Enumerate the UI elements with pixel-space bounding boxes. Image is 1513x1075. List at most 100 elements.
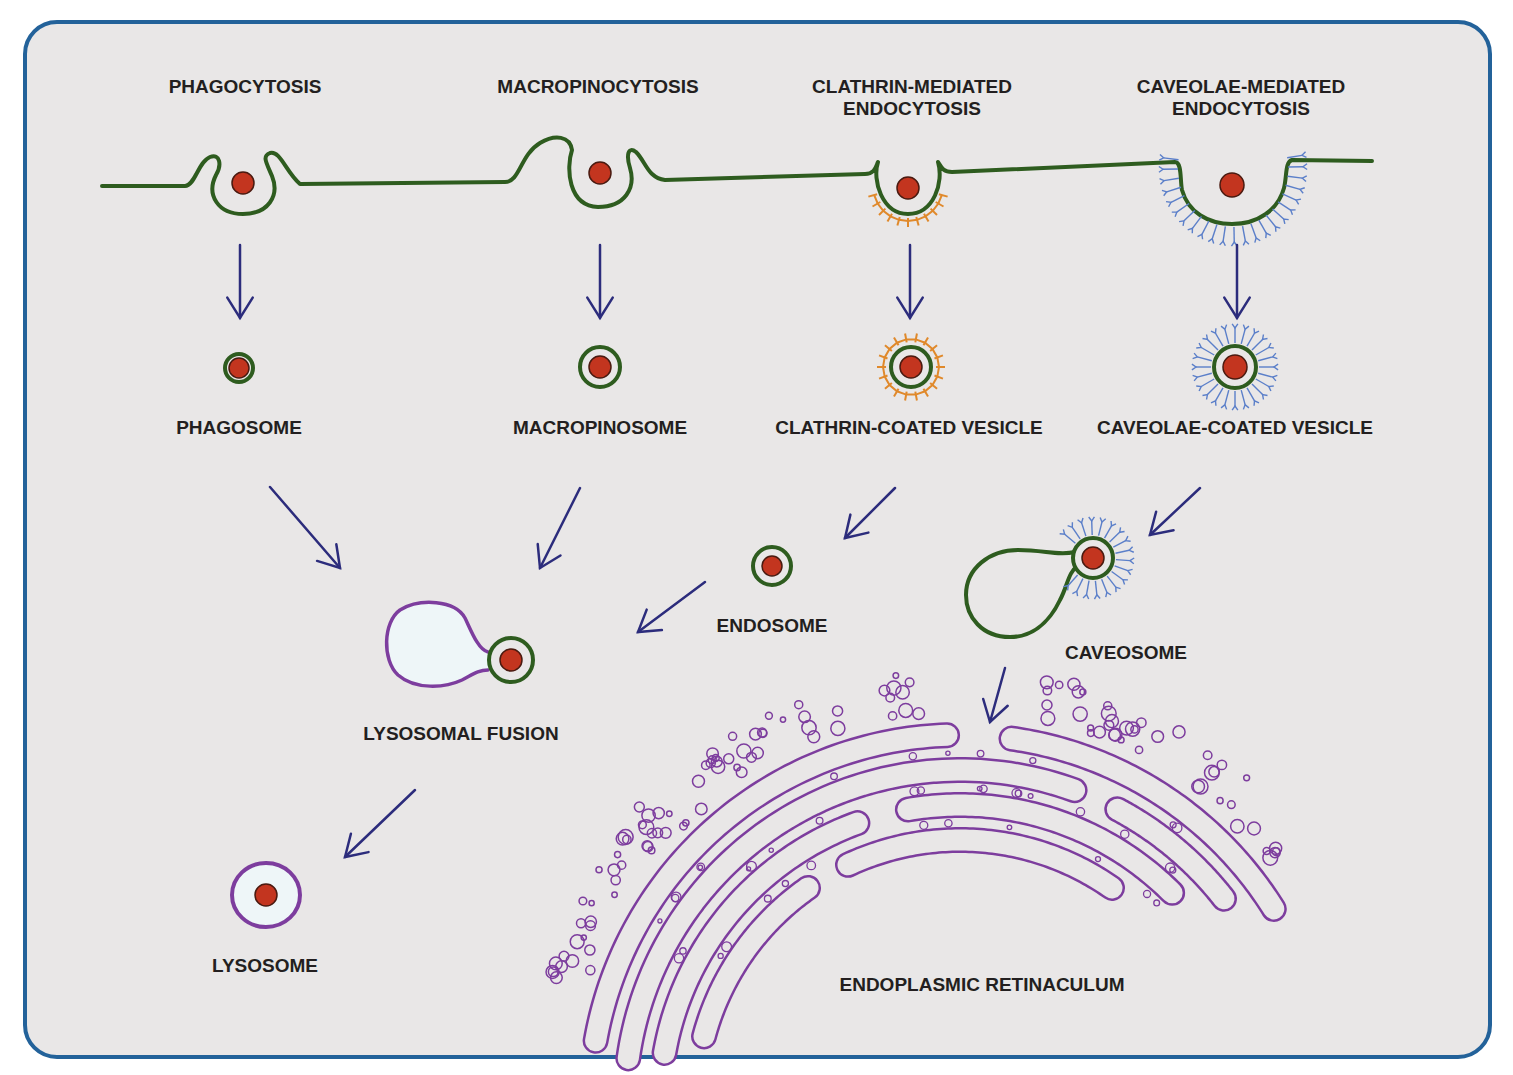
clathrin-coat: [874, 195, 942, 221]
cargo-particle: [900, 356, 922, 378]
reticulum-vesicle: [831, 773, 838, 780]
reticulum-vesicle: [1170, 867, 1176, 873]
clathrin-triskelion: [915, 392, 917, 401]
arrow-shaft: [270, 487, 340, 568]
cargo-particle: [1220, 173, 1244, 197]
reticulum-vesicle: [1095, 857, 1100, 862]
reticulum-vesicle: [1042, 700, 1052, 710]
caveolin-spike: [1282, 194, 1296, 200]
caveolin-spike: [1120, 527, 1125, 532]
caveolin-spike: [1274, 364, 1278, 370]
reticulum-vesicle: [1094, 726, 1106, 738]
caveolin-spike: [1128, 569, 1133, 574]
plasma-membrane: [102, 138, 1372, 224]
reticulum-vesicle: [589, 901, 594, 906]
caveolin-spike: [1105, 526, 1112, 538]
clathrin-triskelion: [888, 214, 893, 222]
arrow-shaft: [239, 245, 242, 318]
arrow-head: [227, 298, 252, 318]
stage-node: LYSOSOMAL FUSION: [340, 568, 638, 790]
stage-node: CAVEOSOME: [955, 535, 1200, 668]
stage-label: PHAGOCYTOSIS: [135, 76, 355, 98]
reticulum-cisternae: [546, 673, 1282, 1059]
caveolin-spike: [1196, 343, 1201, 348]
reticulum-vesicle: [1007, 825, 1012, 830]
reticulum-vesicle: [667, 811, 672, 816]
caveolin-spike: [1273, 353, 1278, 359]
caveolin-spike: [1256, 348, 1269, 356]
reticulum-vesicle: [1041, 712, 1055, 726]
caveolin-spike: [1091, 521, 1093, 535]
clathrin-triskelion: [934, 355, 942, 358]
clathrin-triskelion: [897, 217, 899, 226]
reticulum-vesicle: [618, 861, 626, 869]
stage-node: LYSOSOME: [190, 857, 350, 985]
reticulum-vesicle: [896, 685, 909, 698]
reticulum-vesicle: [910, 787, 919, 796]
caveolin-spike: [1201, 379, 1214, 387]
caveolin-spike: [1287, 155, 1302, 157]
caveolin-spike: [1287, 176, 1302, 178]
reticulum-vesicle: [807, 861, 816, 870]
reticulum-vesicle: [945, 820, 952, 827]
reticulum-vesicle: [585, 945, 595, 955]
caveolin-spike: [1116, 587, 1121, 592]
caveolin-spike: [1273, 375, 1278, 381]
reticulum-vesicle: [1121, 830, 1129, 838]
cargo-particle: [500, 649, 522, 671]
caveolin-spike: [1171, 196, 1184, 203]
caveolin-spike: [1166, 202, 1171, 207]
caveolin-spike: [1130, 558, 1134, 564]
reticulum-vesicle: [769, 848, 773, 852]
caveolin-spike: [1196, 386, 1201, 391]
caveolin-spike: [1300, 188, 1305, 194]
flow-arrow: [897, 245, 922, 318]
caveolin-spike: [1254, 401, 1259, 406]
flow-arrow: [638, 582, 705, 632]
clathrin-triskelion: [894, 338, 899, 346]
caveolin-spike: [1159, 166, 1163, 172]
caveolin-spike: [1106, 592, 1111, 597]
stage-node: PHAGOCYTOSIS: [140, 76, 350, 245]
caveolin-spike: [1095, 581, 1096, 595]
stage-label: CAVEOLAE-MEDIATED ENDOCYTOSIS: [1116, 76, 1366, 120]
caveolin-spike: [1269, 343, 1274, 348]
vesicle-membrane: [580, 347, 620, 387]
reticulum-vesicle: [671, 892, 681, 902]
clathrin-triskelion: [936, 366, 945, 368]
caveolin-spike: [1247, 333, 1255, 346]
caveolin-spike: [1163, 168, 1178, 170]
caveolin-spike: [1263, 334, 1268, 339]
reticulum-vesicle: [718, 953, 723, 958]
reticulum-vesicle: [611, 875, 620, 884]
caveolin-spike: [1302, 152, 1307, 158]
reticulum-vesicle: [653, 828, 663, 838]
reticulum-vesicle: [831, 721, 845, 735]
reticulum-vesicle: [747, 867, 751, 871]
caveolin-spike: [1177, 204, 1189, 213]
caveolin-spike: [1258, 357, 1272, 361]
caveolin-spike: [1063, 585, 1068, 590]
clathrin-triskelion: [915, 334, 917, 343]
clathrin-triskelion: [907, 218, 909, 227]
caveolin-spike: [1241, 390, 1245, 404]
reticulum-vesicle: [1040, 676, 1053, 689]
cisterna-outline: [848, 840, 1112, 888]
reticulum-vesicle: [1173, 726, 1185, 738]
caveolin-spike: [1184, 210, 1195, 220]
caveolin-spike: [1192, 216, 1201, 228]
caveolin-spike: [1172, 212, 1177, 217]
reticulum-vesicle: [1203, 751, 1212, 760]
reticulum-vesicle: [1101, 706, 1116, 721]
reticulum-vesicle: [612, 892, 617, 897]
caveolin-spike: [1202, 395, 1207, 400]
reticulum-vesicle: [913, 708, 925, 720]
stage-label: MACROPINOCYTOSIS: [468, 76, 728, 98]
caveolin-spike: [1243, 405, 1249, 410]
reticulum-vesicle: [879, 685, 890, 696]
reticulum-vesicle: [799, 711, 811, 723]
caveolin-spike: [1254, 328, 1259, 333]
reticulum-vesicle: [1055, 681, 1062, 688]
flow-arrow: [227, 245, 252, 318]
